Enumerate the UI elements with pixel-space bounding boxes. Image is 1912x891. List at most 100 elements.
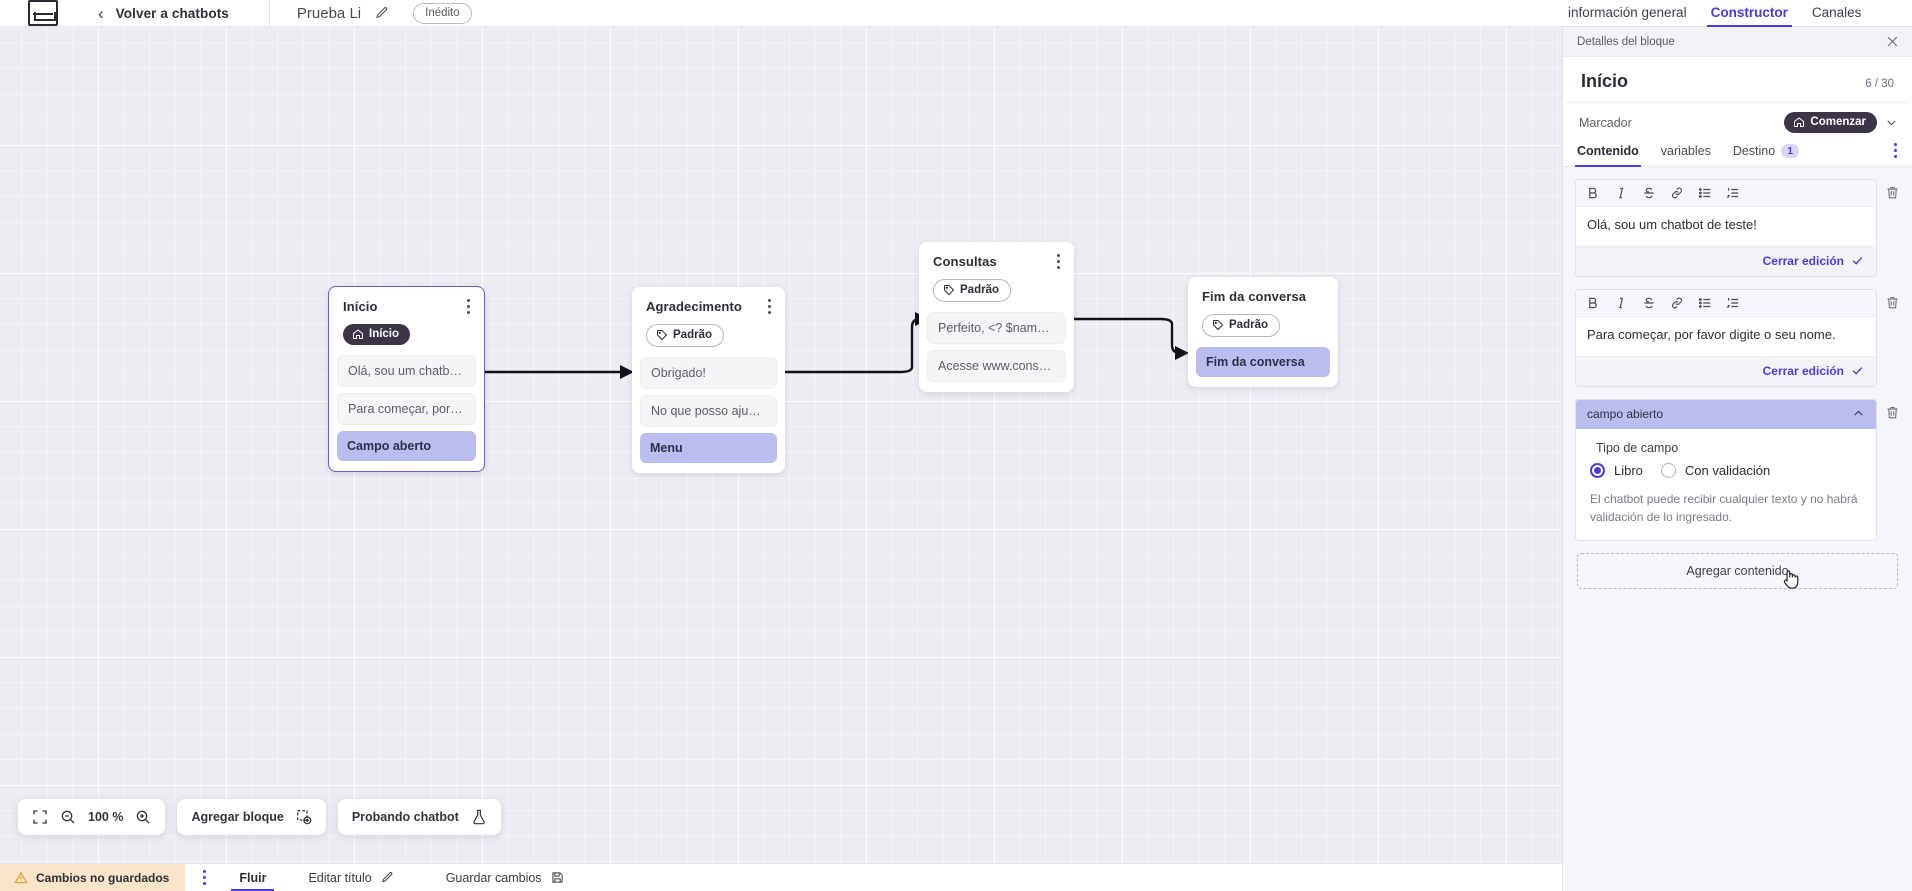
link-icon[interactable] — [1670, 186, 1684, 200]
italic-icon[interactable] — [1614, 186, 1628, 200]
node-header: Agradecimento Padrão — [632, 287, 785, 357]
node-kebab-menu[interactable] — [467, 299, 471, 314]
italic-icon[interactable] — [1614, 296, 1628, 310]
content-block-row: Olá, sou um chatbot de teste! Cerrar edi… — [1575, 179, 1900, 277]
node-chip[interactable]: Obrigado! — [640, 357, 777, 389]
marker-badge[interactable]: Comenzar — [1784, 112, 1877, 133]
bullet-list-icon[interactable] — [1698, 296, 1712, 310]
edit-title-button[interactable]: Editar título — [308, 871, 393, 885]
flow-canvas[interactable]: Início Início Olá, sou um chatbot de tes… — [0, 27, 1562, 863]
flow-node-inicio[interactable]: Início Início Olá, sou um chatbot de tes… — [328, 286, 485, 472]
trash-icon[interactable] — [1885, 295, 1900, 310]
add-block-button[interactable]: Agregar bloque — [177, 799, 326, 835]
node-chip[interactable]: No que posso ajudar, <? $name ... — [640, 395, 777, 427]
canvas-toolbar: 100 % Agregar bloque Probando chatbot — [18, 799, 501, 835]
flow-node-consultas[interactable]: Consultas Padrão Perfeito, <? $name ?>! … — [919, 242, 1074, 392]
editor-text[interactable]: Para começar, por favor digite o seu nom… — [1576, 316, 1876, 356]
open-field-title: campo abierto — [1587, 406, 1664, 421]
panel-top: Detalles del bloque Início 6 / 30 Marcad… — [1563, 27, 1912, 167]
check-icon[interactable] — [1851, 254, 1864, 267]
open-field-header[interactable]: campo abierto — [1576, 399, 1876, 429]
chevron-up-icon[interactable] — [1852, 407, 1865, 420]
save-changes-button[interactable]: Guardar cambios — [446, 871, 564, 885]
radio-label: Con validación — [1684, 462, 1771, 478]
flow-node-fim-da-conversa[interactable]: Fim da conversa Padrão Fim da conversa — [1188, 277, 1338, 387]
panel-tab-variables[interactable]: variables — [1661, 144, 1711, 166]
link-icon[interactable] — [1670, 296, 1684, 310]
rich-text-editor[interactable]: Para começar, por favor digite o seu nom… — [1575, 288, 1877, 387]
add-content-button[interactable]: Agregar contenido — [1577, 552, 1898, 589]
node-tag-label: Padrão — [960, 284, 999, 296]
node-tag-inicio: Início — [343, 324, 411, 345]
add-block-icon — [296, 810, 312, 825]
flow-logo-icon[interactable] — [28, 0, 58, 26]
trash-icon[interactable] — [1885, 405, 1900, 420]
node-chip[interactable]: Perfeito, <? $name ?>! — [927, 312, 1066, 344]
node-tag-label: Padrão — [673, 329, 712, 341]
fit-screen-icon[interactable] — [32, 809, 48, 825]
editor-toolbar — [1576, 180, 1876, 207]
node-chip[interactable]: Acesse www.consultas.com par... — [927, 350, 1066, 382]
pencil-icon[interactable] — [375, 6, 389, 20]
toolbar-divider — [268, 0, 270, 27]
panel-content-scroll[interactable]: Olá, sou um chatbot de teste! Cerrar edi… — [1563, 167, 1912, 891]
numbered-list-icon[interactable] — [1726, 296, 1740, 310]
zoom-in-icon[interactable] — [135, 809, 151, 825]
zoom-out-icon[interactable] — [60, 809, 76, 825]
status-tab-fluir[interactable]: Fluir — [225, 864, 280, 891]
back-to-chatbots-link[interactable]: Volver a chatbots — [115, 5, 229, 21]
bullet-list-icon[interactable] — [1698, 186, 1712, 200]
field-help-note: El chatbot puede recibir cualquier texto… — [1590, 491, 1858, 524]
node-kebab-menu[interactable] — [768, 299, 772, 314]
node-chip-selected[interactable]: Fim da conversa — [1196, 347, 1330, 377]
node-kebab-menu[interactable] — [1057, 254, 1061, 269]
chevron-down-icon[interactable] — [1885, 116, 1898, 129]
strikethrough-icon[interactable] — [1642, 296, 1656, 310]
panel-counter: 6 / 30 — [1865, 78, 1894, 90]
radio-libro[interactable]: Libro — [1590, 462, 1643, 478]
close-icon[interactable] — [1885, 34, 1900, 49]
panel-title: Início — [1581, 71, 1629, 91]
tab-canales[interactable]: Canales — [1811, 5, 1862, 20]
check-icon[interactable] — [1851, 364, 1864, 377]
node-title: Fim da conversa — [1202, 289, 1307, 304]
status-bar: Cambios no guardados Fluir Editar título… — [0, 863, 1562, 891]
node-body: Fim da conversa — [1188, 347, 1338, 387]
tab-constructor[interactable]: Constructor — [1706, 5, 1793, 27]
strikethrough-icon[interactable] — [1642, 186, 1656, 200]
rich-text-editor[interactable]: Olá, sou um chatbot de teste! Cerrar edi… — [1575, 179, 1877, 277]
trash-icon[interactable] — [1885, 185, 1900, 200]
node-chip-selected[interactable]: Campo aberto — [337, 431, 476, 461]
test-chatbot-button[interactable]: Probando chatbot — [337, 799, 501, 835]
editor-text[interactable]: Olá, sou um chatbot de teste! — [1576, 207, 1876, 246]
panel-tab-contenido[interactable]: Contenido — [1575, 144, 1641, 167]
tab-informacion-general[interactable]: información general — [1568, 5, 1687, 20]
panel-tabs-kebab-menu[interactable] — [1894, 143, 1898, 158]
chevron-left-icon[interactable]: ‹ — [98, 3, 104, 23]
panel-tab-destino[interactable]: Destino 1 — [1733, 144, 1800, 166]
add-content-label: Agregar contenido — [1686, 563, 1789, 578]
node-chip[interactable]: Olá, sou um chatbot de teste! — [337, 355, 476, 387]
numbered-list-icon[interactable] — [1726, 186, 1740, 200]
close-edit-label[interactable]: Cerrar edición — [1762, 363, 1844, 378]
add-block-label: Agregar bloque — [191, 810, 284, 824]
flow-node-agradecimento[interactable]: Agradecimento Padrão Obrigado! No que po… — [632, 287, 785, 473]
node-chip-selected[interactable]: Menu — [640, 433, 777, 463]
radio-con-validacion[interactable]: Con validación — [1660, 462, 1771, 478]
unsaved-changes-indicator: Cambios no guardados — [0, 863, 186, 891]
pointer-hand-cursor — [1783, 570, 1799, 589]
bold-icon[interactable] — [1586, 186, 1600, 200]
panel-tab-label: Contenido — [1577, 144, 1639, 158]
panel-heading-row: Início 6 / 30 — [1565, 57, 1910, 103]
tag-icon — [657, 330, 668, 341]
node-chip[interactable]: Para começar, por favor digite o ... — [337, 393, 476, 425]
home-icon — [1794, 117, 1805, 127]
close-edit-label[interactable]: Cerrar edición — [1762, 253, 1844, 268]
marker-label: Marcador — [1579, 115, 1632, 130]
status-kebab-menu[interactable] — [203, 870, 207, 885]
radio-dot[interactable] — [1660, 462, 1676, 478]
radio-label: Libro — [1614, 462, 1643, 478]
block-details-panel: Detalles del bloque Início 6 / 30 Marcad… — [1562, 27, 1912, 891]
bold-icon[interactable] — [1586, 296, 1600, 310]
radio-dot-selected[interactable] — [1590, 462, 1605, 478]
